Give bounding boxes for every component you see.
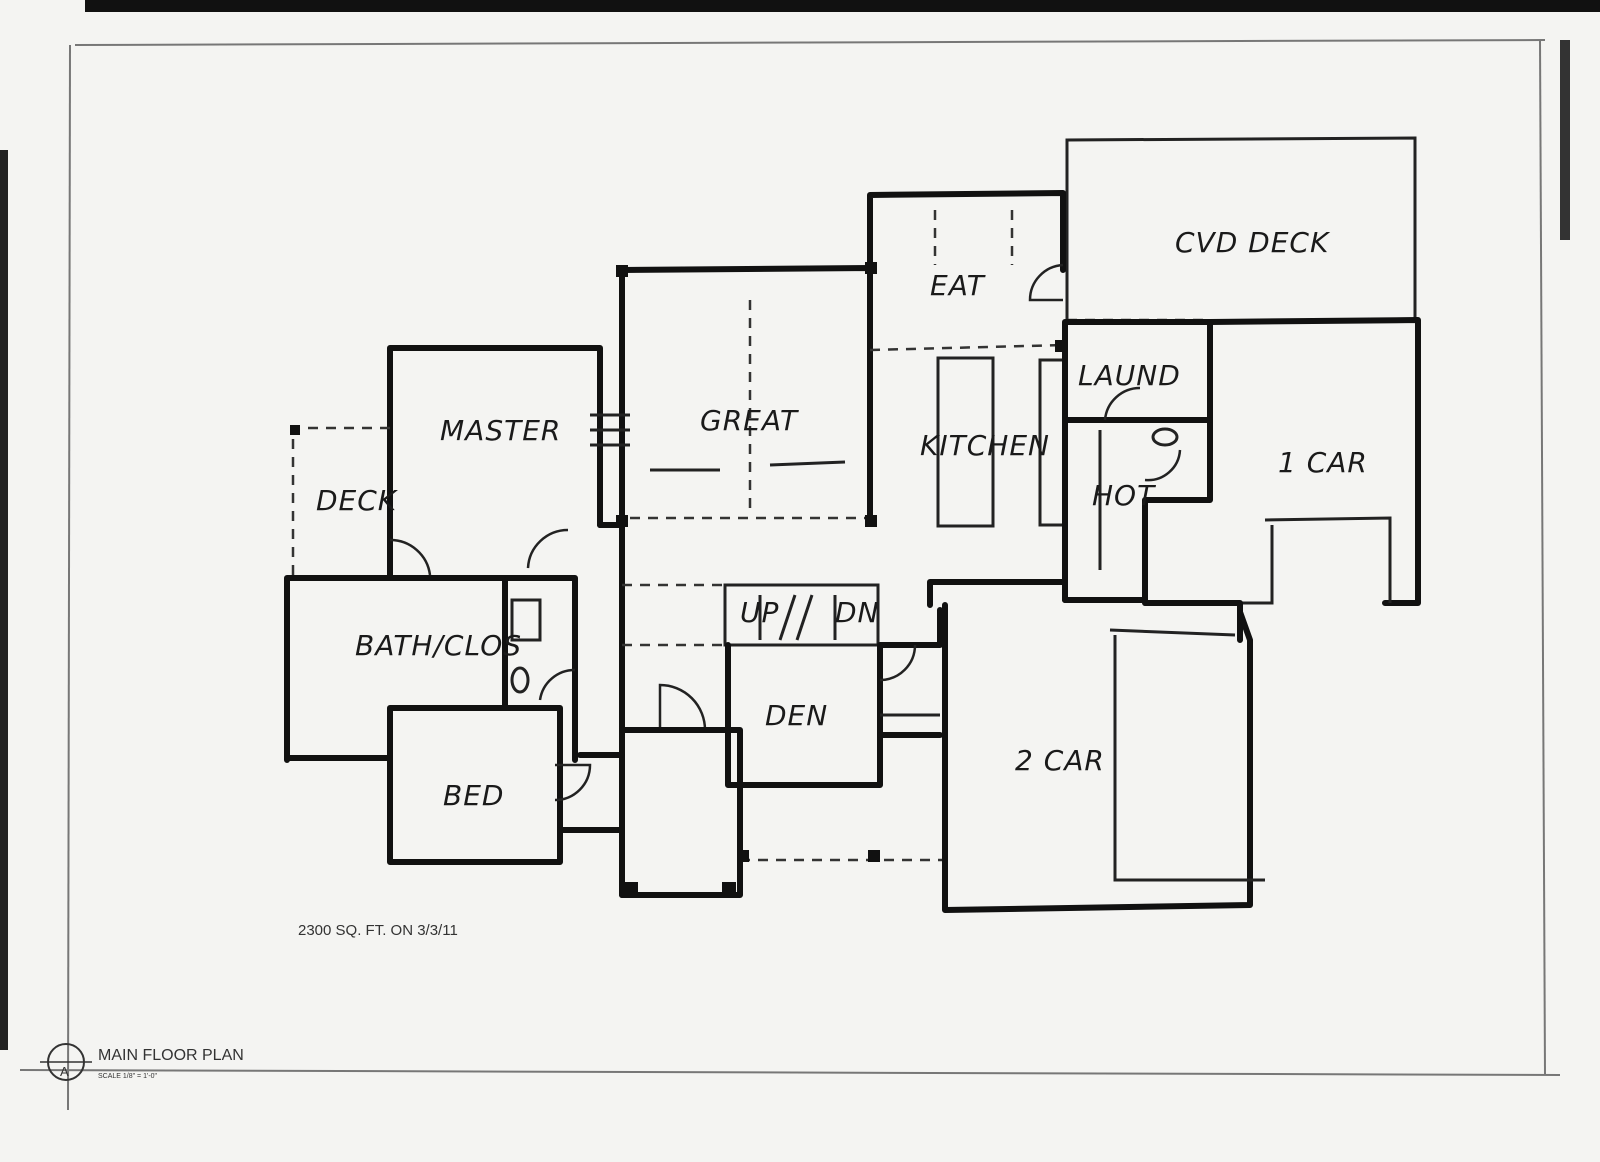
master-bedroom (387, 345, 630, 578)
drawing-title: MAIN FLOOR PLAN (98, 1047, 244, 1064)
drawing-scale: SCALE 1/8" = 1'-0" (98, 1073, 158, 1080)
label-deck: DECK (316, 484, 399, 517)
label-stair-up: UP (740, 596, 779, 629)
label-1-car: 1 CAR (1278, 446, 1368, 479)
label-2-car: 2 CAR (1015, 744, 1105, 777)
top-edge-band (85, 0, 1600, 12)
bedroom (387, 705, 623, 865)
label-great: GREAT (700, 404, 799, 437)
label-cvd-deck: CVD DECK (1175, 226, 1331, 259)
section-marker: A (40, 1043, 92, 1081)
two-car-garage (942, 602, 1265, 913)
den (725, 607, 943, 788)
label-master: MASTER (440, 414, 561, 447)
eat-area (867, 190, 1066, 302)
right-edge-band (1560, 40, 1570, 240)
hall (577, 517, 725, 898)
label-bath-clos: BATH/CLOS (355, 629, 522, 662)
label-kitchen: KITCHEN (920, 429, 1050, 462)
label-bed: BED (443, 779, 504, 812)
label-mud: HOT (1092, 479, 1156, 512)
label-stair-dn: DN (835, 596, 880, 629)
one-car-garage (1142, 317, 1421, 643)
left-edge-band (0, 150, 8, 1050)
square-footage-note: 2300 SQ. FT. ON 3/3/11 (298, 922, 458, 939)
stair (723, 583, 880, 647)
label-laund: LAUND (1078, 359, 1181, 392)
label-eat: EAT (930, 269, 986, 302)
column-posts (290, 262, 1067, 527)
bath-closet (284, 575, 578, 763)
sheet-border (19, 39, 1561, 1111)
kitchen (869, 343, 1068, 608)
label-den: DEN (765, 699, 828, 732)
great-room (619, 265, 873, 523)
section-marker-letter: A (60, 1064, 69, 1079)
entry-porch (619, 727, 945, 898)
